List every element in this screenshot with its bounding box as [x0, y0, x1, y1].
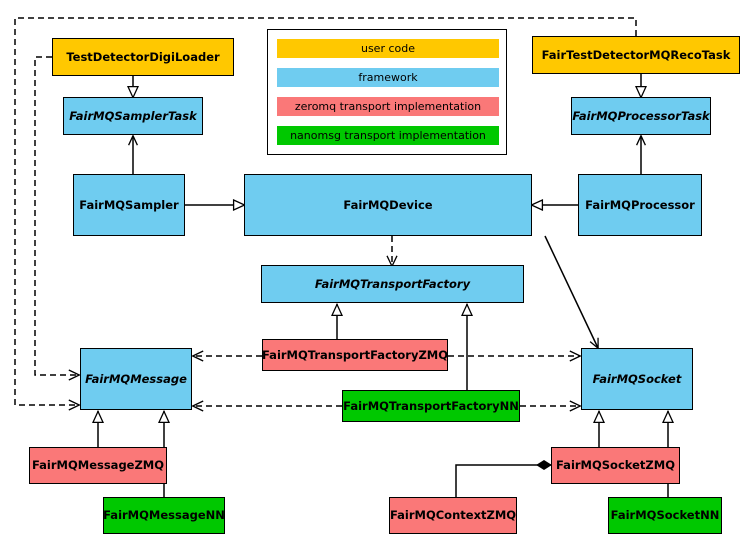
legend-label-user-code: user code	[360, 42, 416, 55]
edge-digiloader-to-message	[34, 56, 79, 375]
class-node-fairmqsocketnn[interactable]: FairMQSocketNN	[608, 497, 722, 534]
class-label-fairmqtransportfactory: FairMQTransportFactory	[314, 276, 471, 291]
class-label-fairmqsocket: FairMQSocket	[592, 371, 682, 386]
class-label-fairmqsocketnn: FairMQSocketNN	[610, 508, 720, 523]
legend-item-nanomsg: nanomsg transport implementation	[277, 126, 499, 145]
legend-label-zeromq: zeromq transport implementation	[294, 100, 482, 113]
class-label-fairmqsocketzmq: FairMQSocketZMQ	[556, 458, 675, 473]
class-label-fairmqmessagenn: FairMQMessageNN	[103, 508, 225, 523]
class-label-fairmqprocessortask: FairMQProcessorTask	[572, 108, 710, 123]
class-node-fairmqsocket[interactable]: FairMQSocket	[581, 348, 693, 410]
class-node-fairtestdetectormqrecotask[interactable]: FairTestDetectorMQRecoTask	[532, 36, 740, 74]
legend-label-framework: framework	[358, 71, 418, 84]
legend-item-framework: framework	[277, 68, 499, 87]
class-label-fairmqsamplertask: FairMQSamplerTask	[69, 108, 197, 123]
class-label-fairmqsampler: FairMQSampler	[79, 197, 179, 212]
class-label-fairmqmessage: FairMQMessage	[85, 371, 187, 386]
class-label-fairtestdetectormqrecotask: FairTestDetectorMQRecoTask	[541, 47, 731, 62]
legend-label-nanomsg: nanomsg transport implementation	[290, 129, 486, 142]
legend-item-user-code: user code	[277, 39, 499, 58]
edge-recotask-to-message	[14, 17, 637, 405]
class-label-testdetectordigiloader: TestDetectorDigiLoader	[66, 49, 220, 64]
class-node-fairmqsampler[interactable]: FairMQSampler	[73, 174, 185, 236]
legend-item-zeromq: zeromq transport implementation	[277, 97, 499, 116]
class-label-fairmqprocessor: FairMQProcessor	[585, 197, 695, 212]
class-node-fairmqtransportfactoryzmq[interactable]: FairMQTransportFactoryZMQ	[262, 339, 448, 371]
class-label-fairmqdevice: FairMQDevice	[343, 197, 433, 212]
class-label-fairmqtransportfactorynn: FairMQTransportFactoryNN	[343, 398, 519, 413]
legend-panel: user code framework zeromq transport imp…	[267, 29, 507, 155]
class-node-fairmqtransportfactory[interactable]: FairMQTransportFactory	[261, 265, 524, 303]
class-node-fairmqcontextzmq[interactable]: FairMQContextZMQ	[389, 497, 517, 534]
class-node-fairmqdevice[interactable]: FairMQDevice	[244, 174, 532, 236]
class-label-fairmqmessagezmq: FairMQMessageZMQ	[31, 458, 165, 473]
edge-socketzmq-to-contextzmq	[455, 460, 552, 497]
class-node-testdetectordigiloader[interactable]: TestDetectorDigiLoader	[52, 38, 234, 76]
class-label-fairmqcontextzmq: FairMQContextZMQ	[389, 508, 517, 523]
class-node-fairmqsamplertask[interactable]: FairMQSamplerTask	[63, 97, 203, 135]
class-node-fairmqmessage[interactable]: FairMQMessage	[80, 348, 192, 410]
class-node-fairmqmessagenn[interactable]: FairMQMessageNN	[103, 497, 225, 534]
class-node-fairmqprocessor[interactable]: FairMQProcessor	[578, 174, 702, 236]
class-label-fairmqtransportfactoryzmq: FairMQTransportFactoryZMQ	[262, 347, 449, 362]
edge-device-to-socket	[544, 235, 598, 348]
class-node-fairmqprocessortask[interactable]: FairMQProcessorTask	[571, 97, 711, 135]
class-node-fairmqsocketzmq[interactable]: FairMQSocketZMQ	[551, 447, 680, 484]
class-node-fairmqtransportfactorynn[interactable]: FairMQTransportFactoryNN	[342, 390, 520, 422]
class-node-fairmqmessagezmq[interactable]: FairMQMessageZMQ	[29, 447, 167, 484]
